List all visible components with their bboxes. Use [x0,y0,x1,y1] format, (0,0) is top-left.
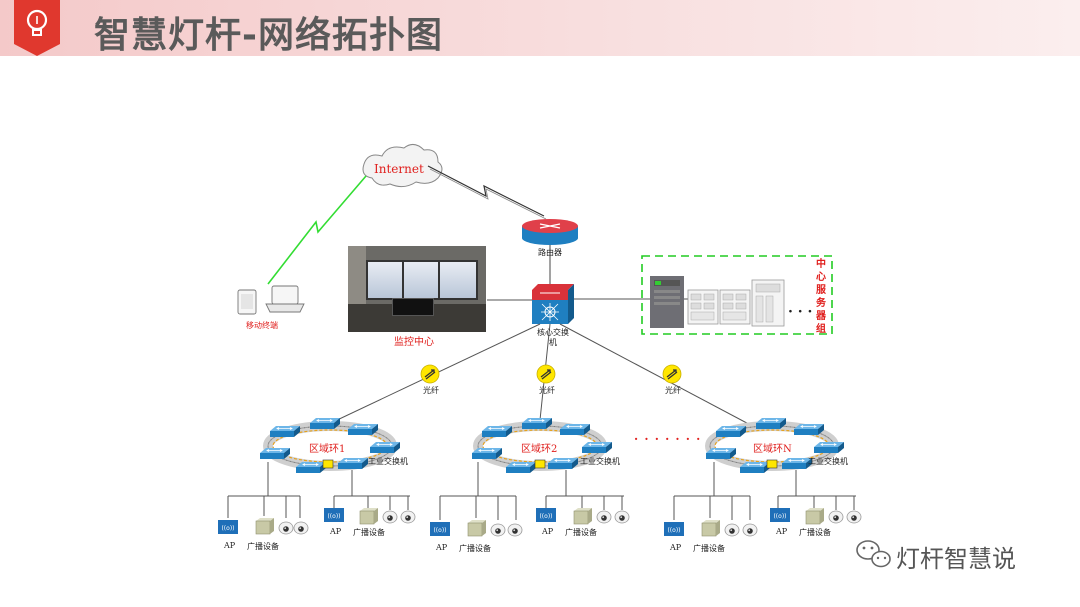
server-icon [650,276,785,328]
title-bar: 智慧灯杆-网络拓扑图 [0,0,1080,56]
ap-label: AP [776,527,788,536]
ring-2-label: 区域环2 [521,444,558,455]
router-label: 路由器 [538,248,562,257]
core-switch-label: 核心交换机 [537,328,569,347]
broadcast-icon [805,507,825,525]
broadcast-label: 广播设备 [353,528,385,537]
fiber-label-n: 光纤 [665,386,681,395]
ring-1-label: 区域环1 [309,444,346,455]
camera-icon [724,523,740,537]
broadcast-icon [467,519,487,537]
broadcast-label: 广播设备 [799,528,831,537]
server-group-box [641,255,833,335]
ap-label: AP [330,527,342,536]
ap-icon [430,522,450,536]
ap-label: AP [436,543,448,552]
monitor-center-label: 监控中心 [394,337,434,348]
server-group-label: 中心服务器组 [816,259,826,335]
ap-label: AP [224,541,236,550]
cloud-icon [362,144,443,188]
fiber-icon [662,364,682,384]
ring-n-switch-label: 工业交换机 [808,457,848,466]
ring-2-switch-label: 工业交换机 [580,457,620,466]
ring-1-drops [227,462,410,518]
core-switch-icon [532,284,574,324]
ring-n-label: 区域环N [753,444,792,455]
ring-n-drops [673,462,856,520]
wechat-icon [856,540,891,568]
camera-icon [614,510,630,524]
mobile-terminal-label: 移动终端 [246,321,278,330]
camera-icon [507,523,523,537]
ap-icon [664,522,684,536]
ring-ellipsis: · · · · · · · [634,432,702,446]
broadcast-icon [255,517,275,535]
ap-label: AP [670,543,682,552]
ring-2-drops [439,462,624,520]
camera-icon [490,523,506,537]
camera-icon [742,523,758,537]
broadcast-label: 广播设备 [565,528,597,537]
ap-icon [324,508,344,522]
fiber-label-2: 光纤 [539,386,555,395]
ap-label: AP [542,527,554,536]
broadcast-icon [573,507,593,525]
camera-icon [400,510,416,524]
lightbulb-icon [14,0,60,56]
broadcast-icon [359,507,379,525]
watermark-text: 灯杆智慧说 [896,545,1016,573]
ring-1-switch-label: 工业交换机 [368,457,408,466]
ring-n [706,417,845,474]
camera-icon [278,521,294,535]
fiber-label-1: 光纤 [423,386,439,395]
router-icon [522,219,578,245]
ap-icon [536,508,556,522]
camera-icon [846,510,862,524]
wireless-link [267,175,367,285]
ap-icon [770,508,790,522]
fiber-icon [420,364,440,384]
broadcast-label: 广播设备 [459,544,491,553]
broadcast-icon [701,519,721,537]
page-title: 智慧灯杆-网络拓扑图 [94,15,443,56]
internet-label: Internet [374,162,424,176]
camera-icon [293,521,309,535]
broadcast-label: 广播设备 [247,542,279,551]
tablet-icon [237,289,257,315]
camera-icon [828,510,844,524]
ring-1 [259,417,401,474]
camera-icon [382,510,398,524]
camera-icon [596,510,612,524]
monitor-center-photo [348,246,486,332]
fiber-icon [536,364,556,384]
ap-icon [218,520,238,534]
broadcast-label: 广播设备 [693,544,725,553]
wan-link [427,165,545,217]
server-ellipsis: · · · [788,304,813,320]
laptop-icon [265,285,305,313]
ring-2 [471,417,613,474]
